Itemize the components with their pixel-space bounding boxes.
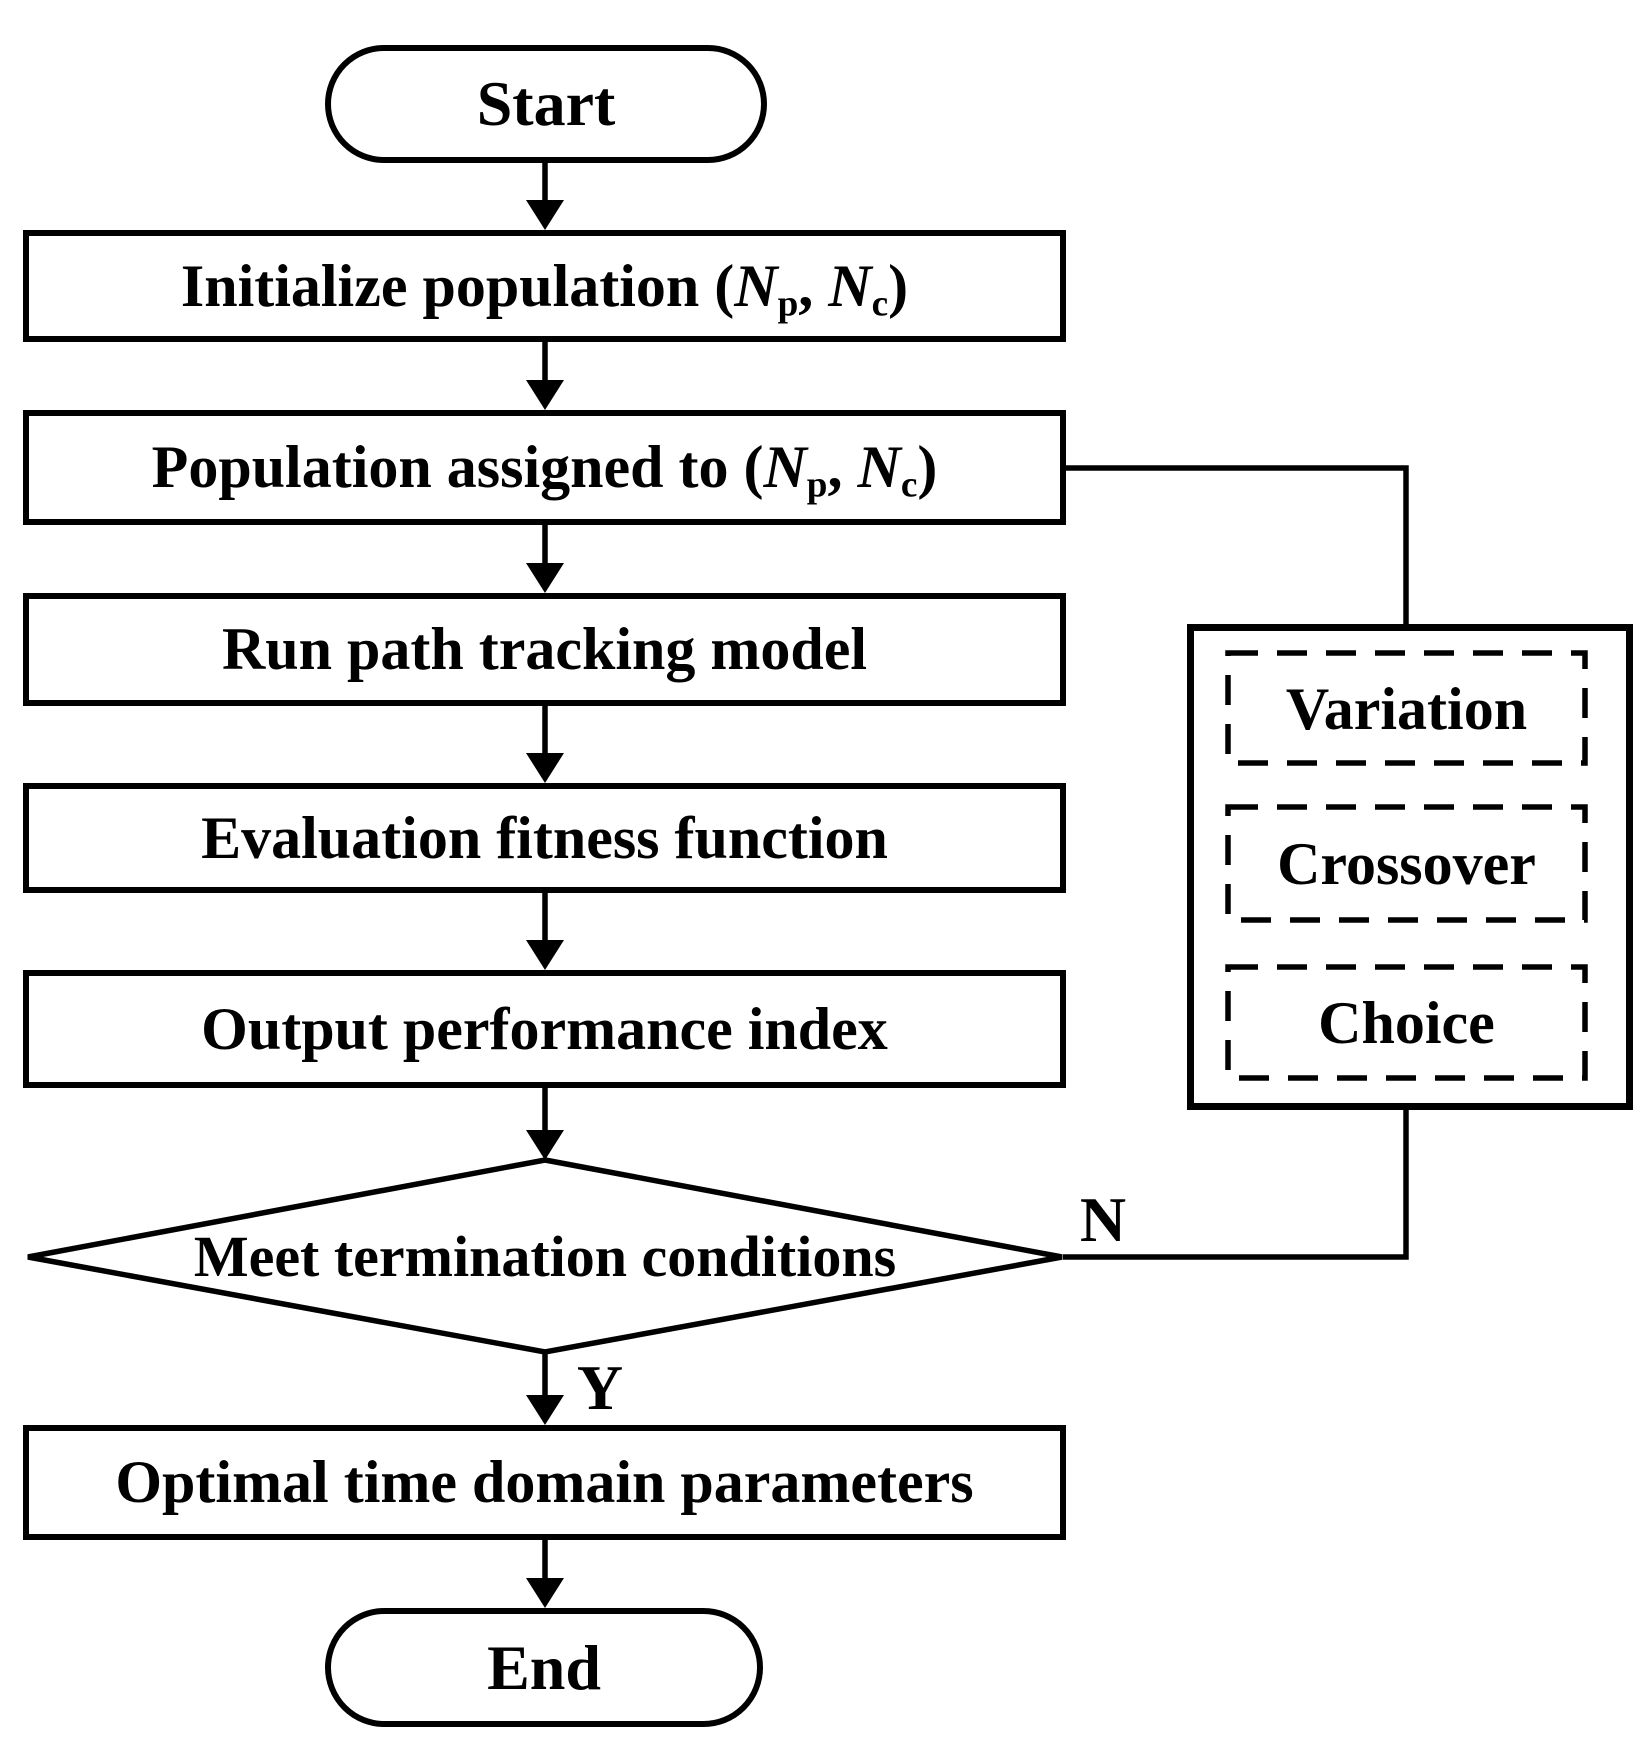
branch-label-no: N	[1079, 1184, 1127, 1255]
arrow-run-to-evaluate	[526, 702, 564, 783]
node-evaluation-fitness-label: Evaluation fitness function	[201, 804, 888, 871]
node-end-label: End	[487, 1631, 601, 1703]
node-run-path-tracking-label: Run path tracking model	[221, 616, 868, 682]
choice-dashed-box	[1225, 964, 1588, 1081]
node-end: End	[325, 1608, 763, 1727]
node-run-path-tracking: Run path tracking model	[23, 593, 1066, 706]
node-initialize-population: Initialize population (Np, Nc)	[23, 230, 1066, 342]
feedback-line-assign-to-container	[1063, 465, 1409, 627]
node-population-assigned-label: Population assigned to (Np, Nc)	[151, 434, 938, 506]
arrow-optimal-to-end	[526, 1537, 564, 1608]
node-start: Start	[325, 45, 767, 163]
arrow-start-to-initialize	[526, 158, 564, 230]
variation-dashed-box	[1225, 650, 1588, 766]
crossover-dashed-box	[1225, 804, 1588, 923]
node-optimal-parameters: Optimal time domain parameters	[23, 1425, 1066, 1540]
node-output-performance: Output performance index	[23, 970, 1066, 1088]
feedback-line-container-to-decision	[1063, 1105, 1409, 1260]
arrow-initialize-to-assign	[526, 338, 564, 410]
node-choice-label: Choice	[1318, 990, 1495, 1056]
node-initialize-population-label: Initialize population (Np, Nc)	[180, 252, 909, 324]
arrow-evaluate-to-output	[526, 889, 564, 970]
node-start-label: Start	[476, 68, 616, 139]
node-output-performance-label: Output performance index	[201, 995, 888, 1062]
branch-label-yes: Y	[576, 1352, 624, 1423]
node-evaluation-fitness: Evaluation fitness function	[23, 783, 1066, 893]
node-population-assigned: Population assigned to (Np, Nc)	[23, 410, 1066, 525]
arrow-assign-to-run	[526, 521, 564, 593]
node-variation-label: Variation	[1285, 676, 1528, 742]
arrow-output-to-decision	[526, 1084, 564, 1160]
arrow-decision-to-optimal	[526, 1347, 564, 1425]
node-crossover-label: Crossover	[1277, 831, 1536, 897]
decision-diamond-shape	[27, 1157, 1063, 1355]
node-decision-label: Meet termination conditions	[193, 1224, 897, 1289]
genetic-operators-container	[1187, 624, 1633, 1110]
node-optimal-parameters-label: Optimal time domain parameters	[115, 1449, 974, 1515]
